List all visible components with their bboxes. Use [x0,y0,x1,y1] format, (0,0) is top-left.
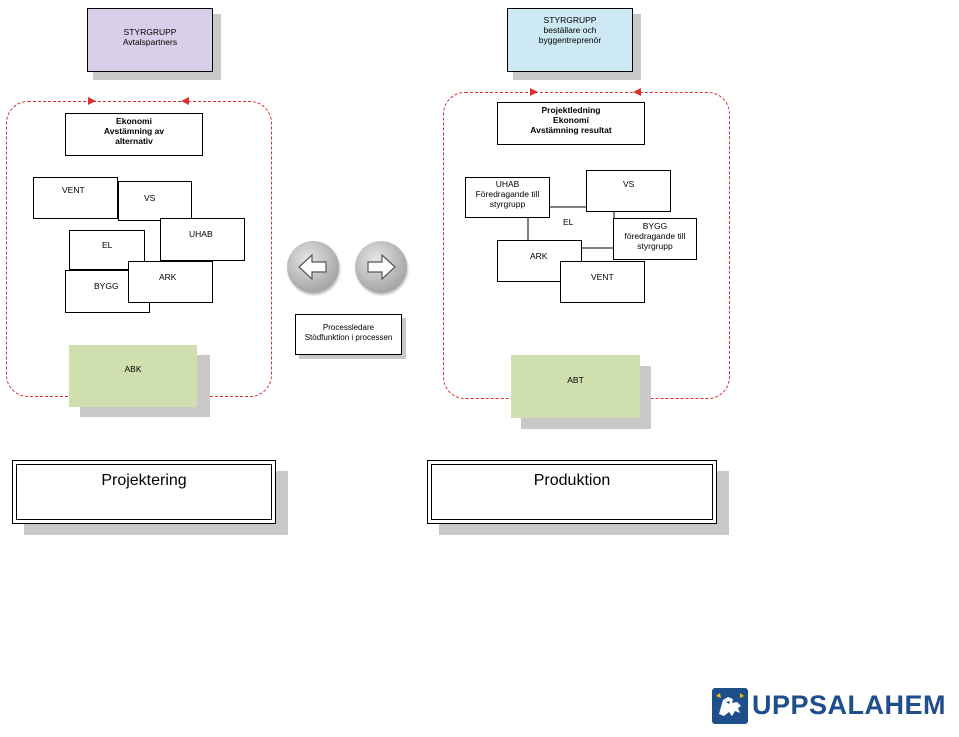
produktion-label: Produktion [533,472,611,489]
right-incoming-arrow-icon [633,88,641,96]
right-styrgrupp-box: STYRGRUPP beställare och byggentreprenör [507,8,633,72]
produktion-phase-box: Produktion [427,460,717,524]
left-ekonomi-box: Ekonomi Avstämning av alternativ [65,113,203,156]
right-bygg-box: BYGG föredragande till styrgrupp [613,218,697,260]
left-vent-box: VENT [33,177,118,219]
left-ark-box: ARK [128,261,213,303]
arrow-left-icon [298,253,327,281]
right-vs-box: VS [586,170,671,212]
right-vent-box: VENT [560,261,645,303]
left-vs-box: VS [118,181,192,221]
processledare-box: Processledare Stödfunktion i processen [295,314,402,355]
phase-box-inner-frame [431,464,713,520]
right-arrow-button[interactable] [355,241,407,293]
uppsalahem-logo-text: UPPSALAHEM [752,690,947,720]
projektering-phase-box: Projektering [12,460,276,524]
left-styrgrupp-box: STYRGRUPP Avtalspartners [87,8,213,72]
right-el-label: EL [563,217,574,227]
right-uhab-box: UHAB Föredragande till styrgrupp [465,177,550,218]
projektering-label: Projektering [101,472,187,489]
left-arrow-button[interactable] [287,241,339,293]
left-incoming-arrow-icon [88,97,96,105]
right-abt-box: ABT [511,355,640,418]
left-uhab-box: UHAB [160,218,245,261]
right-incoming-arrow-icon [530,88,538,96]
uppsalahem-lion-icon [712,688,748,724]
right-projektledning-box: Projektledning Ekonomi Avstämning result… [497,102,645,145]
arrow-right-icon [367,253,396,281]
phase-box-inner-frame [16,464,272,520]
left-incoming-arrow-icon [181,97,189,105]
left-abk-box: ABK [69,345,197,407]
